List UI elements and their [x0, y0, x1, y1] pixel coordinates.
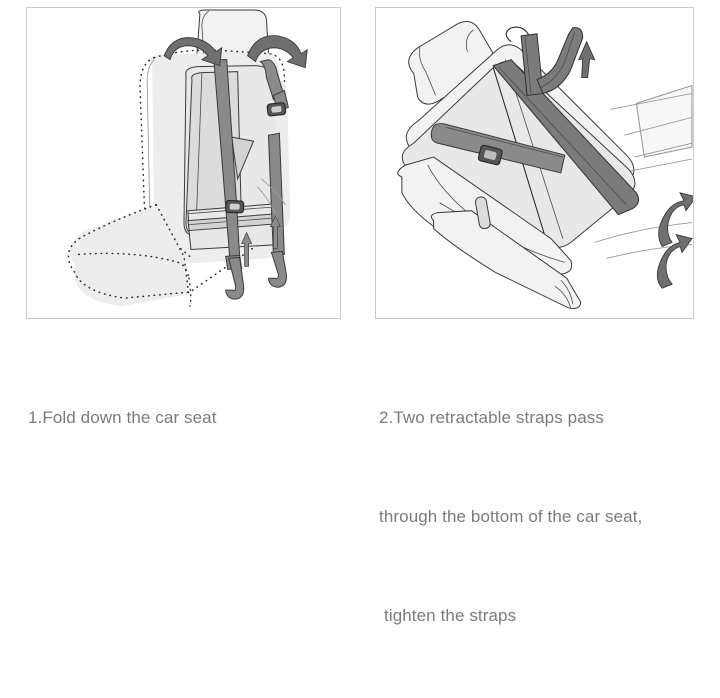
horizontal-strap	[430, 123, 566, 174]
lower-retractable-strap-left	[225, 256, 245, 300]
caption-step-1: 1.Fold down the car seat	[28, 335, 217, 500]
cover-tab	[474, 196, 491, 230]
caption-step-2-line-3: tighten the straps	[384, 606, 517, 625]
adjacent-seat-lines	[594, 84, 693, 259]
lower-retractable-strap-right	[267, 250, 287, 288]
curved-arrow-left	[163, 37, 223, 67]
diagram-straps-pass-under-seat	[397, 20, 693, 309]
seat-frame-lines	[261, 178, 286, 205]
curved-arrow-upper	[658, 192, 693, 248]
diagonal-strap	[492, 59, 640, 216]
up-arrow	[577, 40, 596, 78]
caption-step-2: 2.Two retractable straps pass through th…	[379, 335, 642, 698]
curved-arrow-lower	[656, 233, 693, 289]
seat-cushion-dotted-outline	[67, 203, 192, 307]
caption-step-1-line-1: 1.Fold down the car seat	[28, 408, 217, 427]
up-arrow-right	[269, 214, 281, 249]
strap-buckle-upper	[266, 102, 287, 117]
illustration-panel-step-2	[375, 7, 694, 319]
strap-loop-over-top	[505, 26, 584, 96]
strap-buckle	[477, 144, 503, 166]
instruction-page: 1.Fold down the car seat 2.Two retractab…	[26, 7, 694, 625]
seat-back-dotted-outline	[139, 56, 193, 260]
illustration-panel-step-1	[26, 7, 341, 319]
up-arrow-left	[241, 231, 253, 267]
caption-step-2-line-2: through the bottom of the car seat,	[379, 507, 643, 526]
diagram-fold-down-car-seat	[67, 9, 308, 307]
seat-bottom-edge	[430, 210, 582, 309]
caption-step-2-line-1: 2.Two retractable straps pass	[379, 408, 604, 427]
curved-arrow-right	[247, 35, 308, 69]
strap-buckle-mid	[225, 200, 245, 214]
